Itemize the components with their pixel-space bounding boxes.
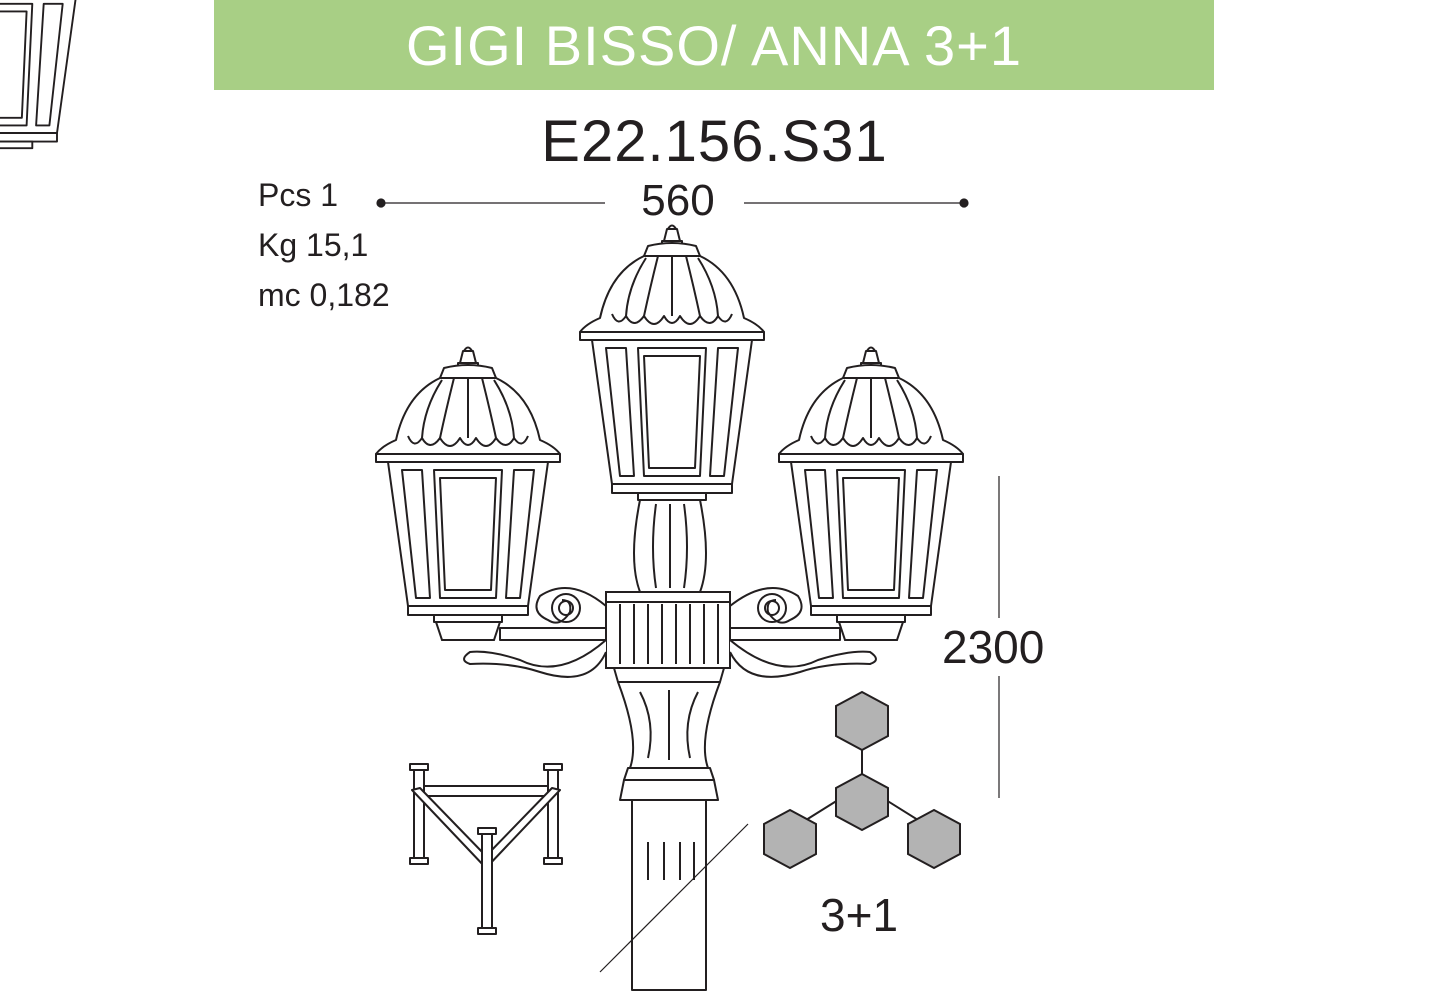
base-bracket	[409, 763, 563, 935]
left-lantern	[375, 346, 561, 623]
height-value: 2300	[942, 621, 1045, 673]
product-code: E22.156.S31	[541, 109, 888, 174]
spec-label: Kg	[258, 227, 298, 263]
width-value: 560	[641, 176, 715, 225]
configuration-diagram	[763, 690, 961, 870]
hex-center	[835, 772, 889, 832]
left-arm	[463, 587, 607, 678]
spec-value: 15,1	[306, 227, 369, 263]
hex-right	[907, 808, 961, 870]
spec-value: 0,182	[309, 277, 390, 313]
pole	[613, 667, 725, 991]
hex-left	[763, 808, 817, 870]
right-lantern	[778, 346, 964, 623]
ground-line	[599, 823, 749, 973]
spec-label: mc	[258, 277, 301, 313]
product-title: GIGI BISSO/ ANNA 3+1	[405, 13, 1023, 77]
spec-list: Pcs 1 Kg 15,1 mc 0,182	[258, 170, 390, 320]
configuration-label: 3+1	[820, 889, 899, 941]
right-lantern-cup	[837, 621, 905, 641]
width-dimension-line	[376, 198, 969, 208]
spec-value: 1	[320, 177, 339, 213]
right-arm	[729, 587, 877, 678]
spec-weight: Kg 15,1	[258, 220, 390, 270]
hex-top	[835, 690, 889, 752]
central-collar	[605, 499, 731, 669]
top-lantern	[579, 224, 765, 501]
spec-volume: mc 0,182	[258, 270, 390, 320]
title-banner: GIGI BISSO/ ANNA 3+1	[214, 0, 1214, 90]
left-lantern-cup	[434, 621, 502, 641]
back-lantern	[0, 0, 89, 150]
spec-pcs: Pcs 1	[258, 170, 390, 220]
spec-label: Pcs	[258, 177, 312, 213]
